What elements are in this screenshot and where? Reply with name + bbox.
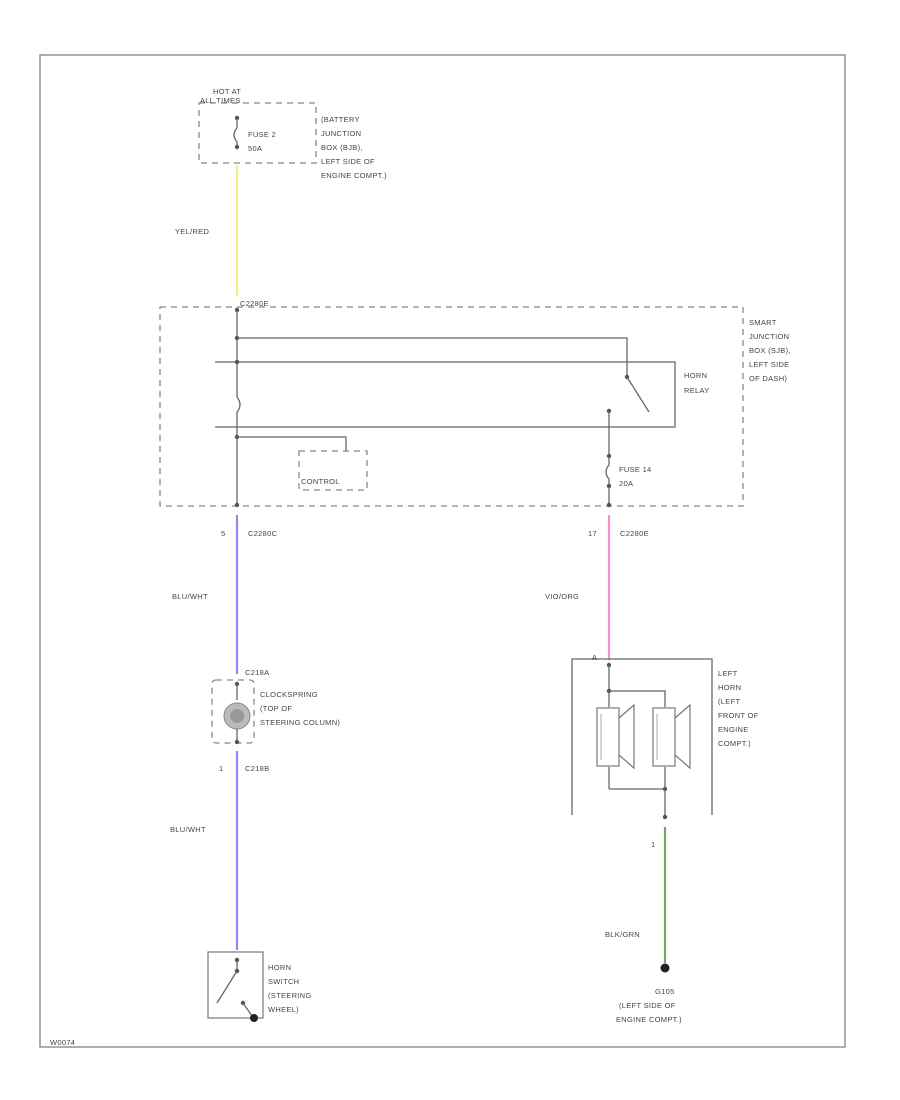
wire-blk-grn-label: BLK/GRN [605, 930, 640, 939]
horn-switch-arm [216, 970, 238, 1004]
c218a-connector-label: C218A [245, 668, 269, 677]
ground-g105-icon [660, 963, 670, 973]
c2280e-lower-connector-label: C2280E [620, 529, 649, 538]
horn-switch-label-2: SWITCH [268, 977, 299, 986]
horn-switch-label-4: WHEEL) [268, 1005, 299, 1014]
ground-label-1: G105 [655, 987, 675, 996]
ground-label-3: ENGINE COMPT.) [616, 1015, 682, 1024]
sjb-label-4: LEFT SIDE [749, 360, 790, 369]
left-horn-label-3: (LEFT [718, 697, 740, 706]
left-horn-label-2: HORN [718, 683, 741, 692]
control-label: CONTROL [301, 477, 340, 486]
pin-1-label: 1 [219, 764, 223, 773]
left-horn-speaker-2-icon [652, 703, 691, 770]
c218b-connector-label: C218B [245, 764, 269, 773]
fuse2-label: FUSE 2 [248, 130, 276, 139]
sjb-label-5: OF DASH) [749, 374, 787, 383]
left-horn-terminal-b [662, 814, 668, 820]
control-line [237, 436, 347, 451]
wire-vio-org-label: VIO/ORG [545, 592, 579, 601]
left-horn-branch-bottom [609, 767, 666, 790]
bjb-label-4: LEFT SIDE OF [321, 157, 375, 166]
left-horn-pin-label: 1 [651, 840, 655, 849]
left-horn-label-1: LEFT [718, 669, 738, 678]
c2280c-connector-label: C2280C [248, 529, 278, 538]
smart-junction-box-outline [159, 306, 744, 507]
wire-blu-wht-lower-label: BLU/WHT [170, 825, 206, 834]
clockspring-label-1: CLOCKSPRING [260, 690, 318, 699]
sjb-internal-bus [236, 310, 241, 505]
horn-switch-label-3: (STEERING [268, 991, 312, 1000]
fuse14-symbol [605, 456, 610, 486]
left-horn-label-4: FRONT OF [718, 711, 759, 720]
wire-yel-red-label: YEL/RED [175, 227, 209, 236]
relay-coil-splice [234, 359, 240, 365]
pin-5-terminal [234, 502, 240, 508]
pin-5-label: 5 [221, 529, 225, 538]
clockspring-terminal-bottom [234, 739, 240, 745]
left-horn-branch-top [609, 690, 666, 707]
horn-switch-ground-icon [250, 1014, 258, 1022]
relay-feed-line [237, 337, 628, 377]
fuse2-symbol [233, 118, 238, 147]
sjb-label-3: BOX (SJB), [749, 346, 791, 355]
figure-id-label: W0074 [50, 1038, 75, 1047]
clockspring-label-3: STEERING COLUMN) [260, 718, 340, 727]
bjb-label-2: JUNCTION [321, 129, 361, 138]
hot-at-label: HOT AT [213, 87, 241, 96]
horn-switch-outline [207, 951, 264, 1019]
pin-17-terminal [606, 502, 612, 508]
all-times-label: ALL TIMES [200, 96, 241, 105]
clockspring-label-2: (TOP OF [260, 704, 292, 713]
clockspring-outline [211, 679, 255, 744]
left-horn-label-6: COMPT.) [718, 739, 751, 748]
relay-switch-arm [626, 376, 650, 413]
fuse2-rating: 50A [248, 144, 262, 153]
horn-relay-label-2: RELAY [684, 386, 710, 395]
ground-label-2: (LEFT SIDE OF [619, 1001, 676, 1010]
bjb-label-1: (BATTERY [321, 115, 360, 124]
sjb-label-1: SMART [749, 318, 777, 327]
left-horn-label-5: ENGINE [718, 725, 749, 734]
left-horn-outline [571, 658, 713, 815]
sjb-label-2: JUNCTION [749, 332, 789, 341]
fuse14-rating: 20A [619, 479, 633, 488]
diagram-frame [39, 54, 846, 1048]
fuse2-terminal-bottom [234, 144, 240, 150]
battery-junction-box-outline [198, 102, 317, 164]
bjb-label-5: ENGINE COMPT.) [321, 171, 387, 180]
horn-relay-label-1: HORN [684, 371, 707, 380]
pin-a-label: A [592, 653, 597, 662]
horn-switch-label-1: HORN [268, 963, 291, 972]
pin-17-label: 17 [588, 529, 597, 538]
c2280e-connector-label: C2280E [240, 299, 269, 308]
wire-blu-wht-upper-label: BLU/WHT [172, 592, 208, 601]
horn-switch-ground-lead [242, 1002, 253, 1017]
horn-relay-outline [215, 361, 676, 428]
bjb-label-3: BOX (BJB), [321, 143, 363, 152]
fuse14-label: FUSE 14 [619, 465, 652, 474]
clockspring-coil-center [230, 709, 244, 723]
control-module-outline [298, 450, 368, 491]
left-horn-speaker-1-icon [596, 703, 635, 770]
